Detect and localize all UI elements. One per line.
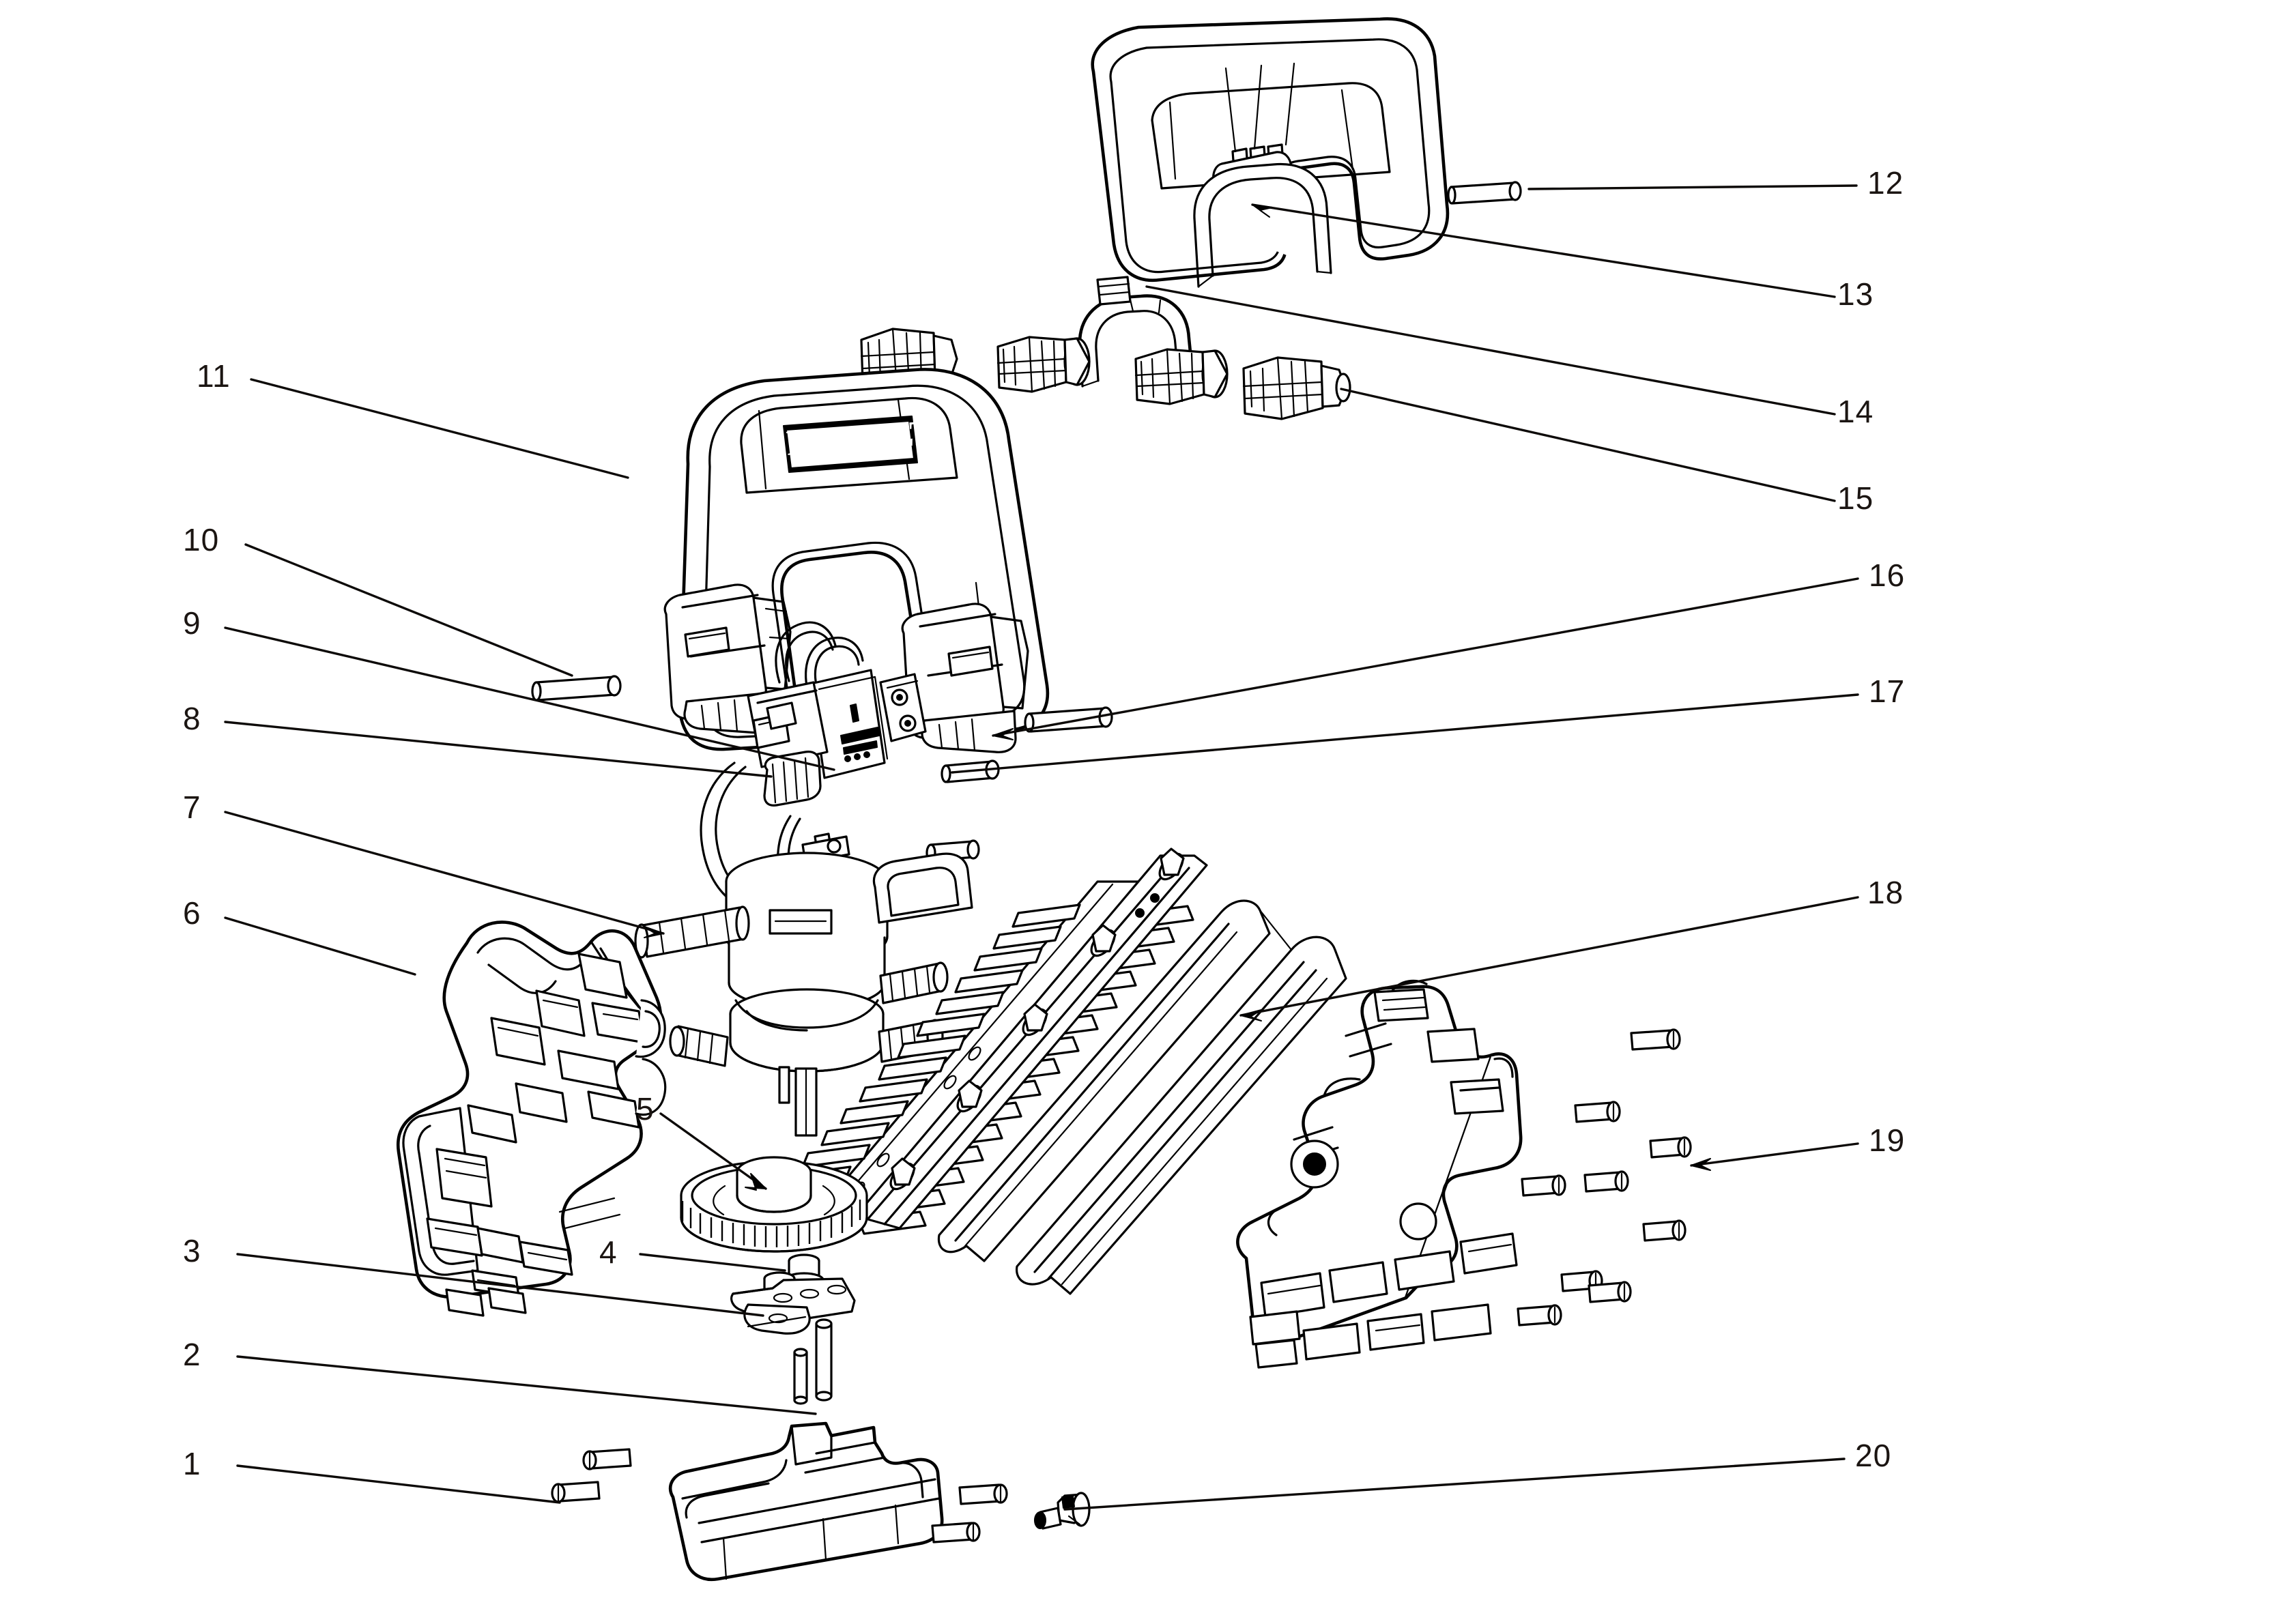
callout-number-7: 7 — [183, 789, 201, 825]
part-connector-right — [1242, 356, 1351, 420]
callout-number-3: 3 — [183, 1233, 201, 1268]
part-pivot-pins — [793, 1318, 833, 1405]
callout-number-4: 4 — [599, 1234, 618, 1270]
part-cable-clamp — [1034, 1492, 1091, 1530]
part-bow-handle — [663, 368, 1050, 753]
dewalt-logo-text: DEWALT — [785, 411, 934, 469]
part-link-plate-bracket — [730, 1277, 856, 1335]
callout-number-12: 12 — [1867, 165, 1904, 201]
part-front-guard — [1091, 17, 1450, 288]
callout-number-6: 6 — [183, 895, 201, 931]
callout-number-16: 16 — [1869, 557, 1906, 593]
brand-text: DEWALT — [785, 413, 934, 463]
callout-number-14: 14 — [1837, 394, 1874, 429]
part-housing-left-half — [396, 920, 667, 1317]
part-housing-right-half — [1236, 979, 1523, 1369]
callout-number-20: 20 — [1855, 1438, 1892, 1473]
callout-number-1: 1 — [183, 1446, 201, 1481]
part-drive-gear — [680, 1156, 868, 1253]
callout-number-17: 17 — [1869, 673, 1906, 709]
callout-number-11: 11 — [197, 358, 231, 394]
callout-number-10: 10 — [183, 522, 220, 557]
callout-number-9: 9 — [183, 605, 201, 641]
callout-number-5: 5 — [636, 1091, 655, 1127]
part-blade-sheath — [937, 899, 1347, 1295]
part-battery-foot — [551, 1421, 1008, 1582]
part-blade-assembly — [744, 847, 1208, 1238]
callout-number-13: 13 — [1837, 276, 1874, 312]
part-motor-assembly — [634, 832, 973, 1137]
callout-number-8: 8 — [183, 701, 201, 736]
dewalt-badge — [783, 416, 918, 473]
callout-number-18: 18 — [1867, 875, 1904, 910]
callout-number-19: 19 — [1869, 1122, 1906, 1158]
leader-lines — [224, 184, 1859, 1511]
part-handle-bolt-long — [531, 675, 622, 701]
callout-number-15: 15 — [1837, 480, 1874, 516]
part-guard-pin — [1447, 181, 1522, 205]
part-front-handle-bail — [996, 276, 1229, 405]
callout-number-2: 2 — [183, 1337, 201, 1372]
part-housing-screws — [1517, 1028, 1692, 1326]
part-switch-module — [700, 621, 927, 921]
